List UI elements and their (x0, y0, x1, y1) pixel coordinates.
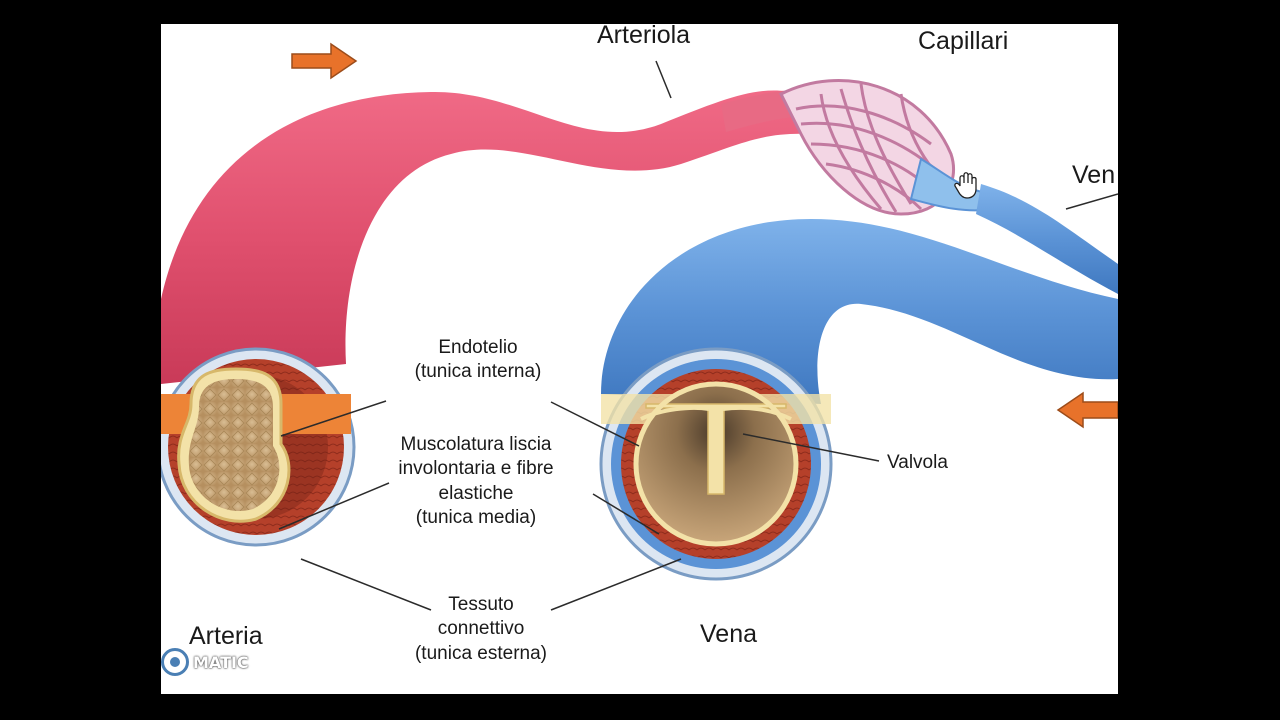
label-valvola: Valvola (887, 451, 948, 475)
slide-frame: Arteriola Capillari Ven Endotelio (tunic… (161, 24, 1118, 694)
label-arteriola: Arteriola (597, 24, 690, 51)
label-endotelio-line1: Endotelio (393, 336, 563, 360)
blood-vessel-diagram (161, 24, 1118, 694)
vein-cross-section (601, 349, 831, 579)
label-muscolatura-line3: elastiche (371, 482, 581, 506)
flow-arrow-left-icon (1058, 393, 1118, 427)
label-tessuto-line1: Tessuto (401, 593, 561, 617)
label-tessuto: Tessuto connettivo (tunica esterna) (401, 593, 561, 666)
watermark-text: MATIC (193, 653, 249, 672)
watermark-logo-icon (161, 648, 189, 676)
label-muscolatura: Muscolatura liscia involontaria e fibre … (371, 433, 581, 530)
flow-arrow-right-icon (292, 44, 356, 78)
label-muscolatura-line2: involontaria e fibre (371, 457, 581, 481)
label-muscolatura-line1: Muscolatura liscia (371, 433, 581, 457)
artery-cross-section (161, 349, 354, 545)
label-vena-top: Ven (1072, 159, 1115, 191)
label-tessuto-line3: (tunica esterna) (401, 642, 561, 666)
label-endotelio: Endotelio (tunica interna) (393, 336, 563, 385)
watermark: MATIC (161, 648, 249, 676)
label-tessuto-line2: connettivo (401, 617, 561, 641)
label-vena: Vena (700, 618, 757, 650)
label-capillari: Capillari (918, 25, 1008, 57)
label-endotelio-line2: (tunica interna) (393, 360, 563, 384)
label-muscolatura-line4: (tunica media) (371, 506, 581, 530)
